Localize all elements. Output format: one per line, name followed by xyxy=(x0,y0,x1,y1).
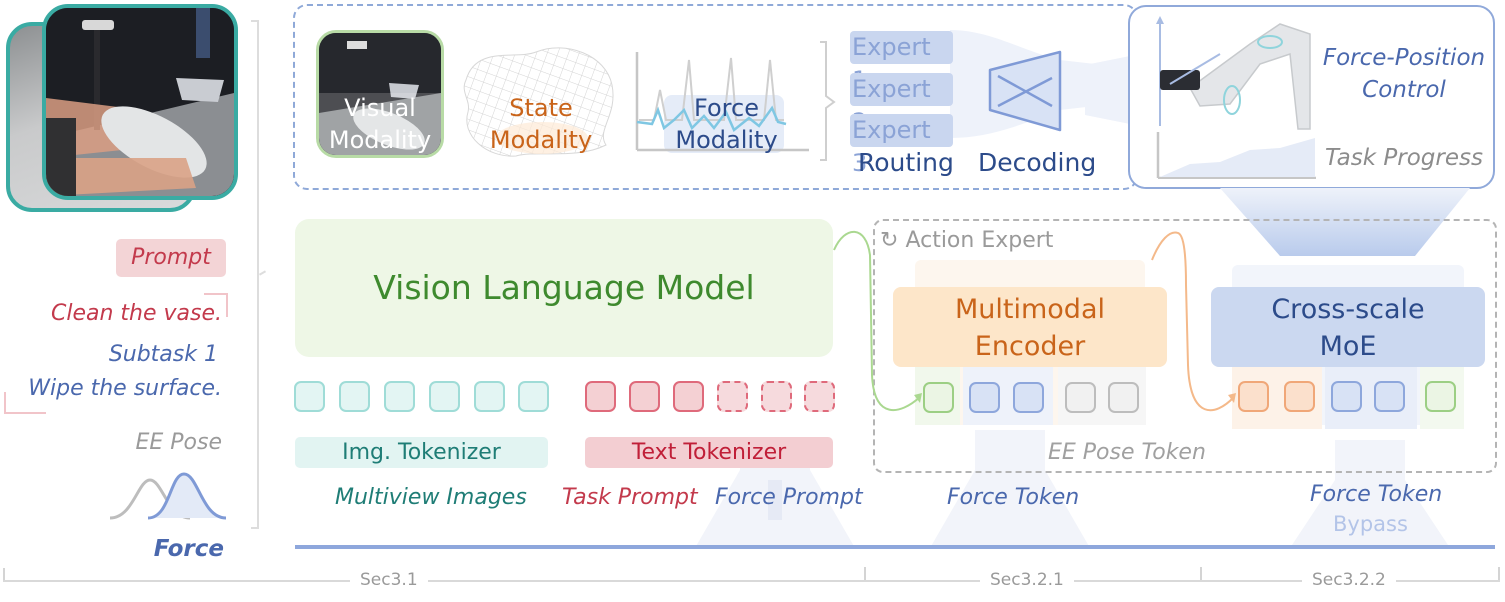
visual-modality-photo xyxy=(319,33,441,155)
robot-arm-illustration xyxy=(1156,16,1316,179)
vision-language-model-block: Vision Language Model xyxy=(295,219,833,357)
demo-photo xyxy=(42,4,238,200)
vlm-feature-token xyxy=(1425,381,1456,412)
encoder-output-token xyxy=(1238,381,1269,412)
force-label: Force xyxy=(153,536,224,562)
img-token xyxy=(474,381,505,412)
expert-1: Expert 1 xyxy=(850,31,953,94)
force-modality-line1: Force xyxy=(694,94,759,122)
prompt-badge: Prompt xyxy=(116,239,226,277)
text-token xyxy=(629,381,660,412)
img-token xyxy=(384,381,415,412)
encoder-line2: Encoder xyxy=(974,331,1086,362)
force-token xyxy=(1331,381,1362,412)
state-modality-label: State Modality xyxy=(456,92,626,156)
vlm-to-encoder-connector xyxy=(833,230,922,411)
refresh-icon: ↻ xyxy=(880,228,899,253)
visual-modality-image xyxy=(316,30,444,158)
img-token xyxy=(294,381,325,412)
input-bracket-top xyxy=(251,20,259,22)
text-token xyxy=(585,381,616,412)
input-bracket xyxy=(257,20,259,528)
state-mesh-icon xyxy=(463,47,614,157)
force-modality-label: Force Modality xyxy=(654,92,799,156)
section-tick-1 xyxy=(864,567,866,580)
state-modality-line1: State xyxy=(509,94,573,122)
quote-corner-top xyxy=(204,293,228,317)
force-prompt-label: Force Prompt xyxy=(715,485,863,510)
control-label-line1: Force-Position xyxy=(1322,45,1486,71)
bypass-label: Bypass xyxy=(1333,512,1408,536)
ee-pose-token-label: EE Pose Token xyxy=(1048,440,1206,465)
control-label: Force-Position Control xyxy=(1320,42,1488,106)
force-token xyxy=(1374,381,1405,412)
force-modality-line2: Modality xyxy=(675,126,778,154)
expert-3: Expert 3 xyxy=(850,114,953,177)
modality-bracket xyxy=(820,41,836,161)
task-prompt-label: Task Prompt xyxy=(562,485,698,510)
subtask-label: Subtask 1 xyxy=(108,342,218,367)
force-token xyxy=(1013,382,1044,413)
section-tick-start xyxy=(3,568,5,580)
force-token-bypass-label: Force Token xyxy=(1310,482,1443,507)
section-label-3-2-1: Sec3.2.1 xyxy=(980,570,1074,590)
input-bracket-tip xyxy=(258,270,267,276)
action-expert-box xyxy=(873,219,1497,473)
visual-modality-label: Visual Modality xyxy=(316,92,444,156)
moe-line2: MoE xyxy=(1319,331,1377,362)
text-tokenizer: Text Tokenizer xyxy=(585,437,833,468)
img-tokenizer: Img. Tokenizer xyxy=(295,437,548,468)
vlm-feature-token xyxy=(923,382,954,413)
action-expert-label: Action Expert xyxy=(905,228,1054,253)
demo-photo-illustration xyxy=(46,8,234,196)
decoder-icon xyxy=(988,50,1062,132)
output-funnel-shape xyxy=(1220,188,1470,256)
bypass-flow-shape xyxy=(1290,440,1450,548)
task-progress-label: Task Progress xyxy=(1325,145,1483,171)
distribution-curves-icon xyxy=(109,472,227,520)
text-token xyxy=(673,381,704,412)
img-token xyxy=(518,381,549,412)
encoder-output-token xyxy=(1284,381,1315,412)
force-prompt-token xyxy=(717,381,748,412)
force-token-label: Force Token xyxy=(947,485,1080,510)
cross-scale-moe-block: Cross-scale MoE xyxy=(1211,287,1485,367)
routing-label: Routing xyxy=(858,148,954,177)
encoder-line1: Multimodal xyxy=(954,294,1105,325)
task-text: Clean the vase. xyxy=(50,301,222,326)
img-token xyxy=(429,381,460,412)
force-signal-chart-icon xyxy=(635,52,809,153)
visual-modality-line2: Modality xyxy=(328,126,432,154)
force-token xyxy=(969,382,1000,413)
subtask-text: Wipe the surface. xyxy=(28,376,222,401)
visual-modality-line1: Visual xyxy=(344,94,416,122)
ee-pose-token xyxy=(1065,382,1096,413)
multimodal-encoder-block: Multimodal Encoder xyxy=(893,287,1167,367)
decoding-label: Decoding xyxy=(978,148,1097,177)
expert-2: Expert 2 xyxy=(850,73,953,136)
control-label-line2: Control xyxy=(1362,77,1446,103)
decoder-to-output-flow xyxy=(1085,55,1135,125)
encoder-to-moe-connector xyxy=(1151,231,1236,412)
section-label-3-2-2: Sec3.2.2 xyxy=(1302,570,1396,590)
token-flow-shape xyxy=(695,440,855,548)
quote-corner-bottom xyxy=(4,392,46,414)
pipeline-baseline xyxy=(295,545,1495,549)
section-label-3-1: Sec3.1 xyxy=(350,570,428,590)
section-tick-end xyxy=(1498,567,1500,580)
action-expert-title: ↻ Action Expert xyxy=(880,228,1053,253)
section-tick-2 xyxy=(1200,567,1202,580)
moe-line1: Cross-scale xyxy=(1271,294,1425,325)
section-ruler xyxy=(3,580,1500,582)
state-modality-line2: Modality xyxy=(489,126,593,154)
force-token-flow-shape xyxy=(930,430,1090,548)
input-bracket-bottom xyxy=(251,527,259,529)
force-prompt-token xyxy=(804,381,835,412)
force-prompt-token xyxy=(761,381,792,412)
ee-pose-token xyxy=(1108,382,1139,413)
multiview-images-label: Multiview Images xyxy=(335,485,527,510)
img-token xyxy=(339,381,370,412)
ee-pose-label: EE Pose xyxy=(135,430,222,455)
